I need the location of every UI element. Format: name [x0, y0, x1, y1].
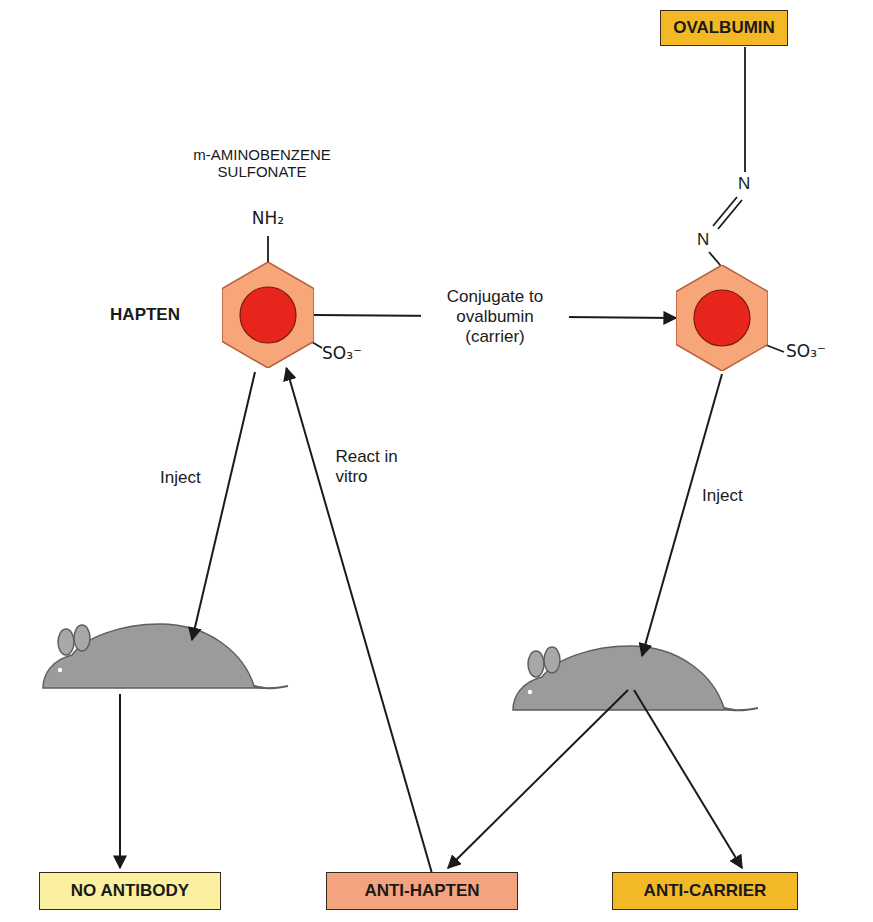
atom-label: N	[697, 230, 709, 250]
box-label: ANTI-HAPTEN	[364, 881, 479, 901]
result-box: NO ANTIBODY	[39, 872, 221, 910]
hapten-ring: HAPTEN	[222, 262, 314, 368]
box-label: ANTI-CARRIER	[644, 881, 767, 901]
chemical-bonds	[268, 47, 784, 352]
result-arrow	[448, 690, 628, 868]
inject-arrow	[642, 374, 722, 656]
ring-label: SO₃⁻	[786, 341, 826, 361]
step-label: Inject	[160, 468, 201, 488]
result-box: ANTI-CARRIER	[612, 872, 798, 910]
result-arrow	[119, 694, 121, 868]
chemical-label: SO₃⁻	[322, 343, 362, 363]
atom-label: N	[738, 174, 750, 194]
result-arrow	[634, 690, 742, 868]
inject-arrow	[192, 372, 255, 640]
ring-label: HAPTEN	[110, 305, 180, 325]
carrier-box: OVALBUMIN	[660, 10, 788, 46]
step-label: Inject	[702, 486, 743, 506]
box-label: OVALBUMIN	[673, 18, 775, 38]
chemical-label: NH₂	[248, 208, 288, 228]
edge-label: Conjugate to ovalbumin (carrier)	[421, 285, 569, 349]
edge-label: React in vitro	[335, 447, 409, 487]
mouse	[43, 624, 288, 688]
box-label: NO ANTIBODY	[71, 881, 189, 901]
connector-arrow	[286, 368, 431, 872]
mouse	[513, 646, 758, 710]
chemical-label: m-AMINOBENZENE SULFONATE	[172, 146, 352, 180]
benzene-ring	[222, 262, 314, 368]
result-box: ANTI-HAPTEN	[326, 872, 518, 910]
benzene-ring	[676, 265, 768, 371]
conjugate-ring: SO₃⁻	[676, 265, 768, 371]
